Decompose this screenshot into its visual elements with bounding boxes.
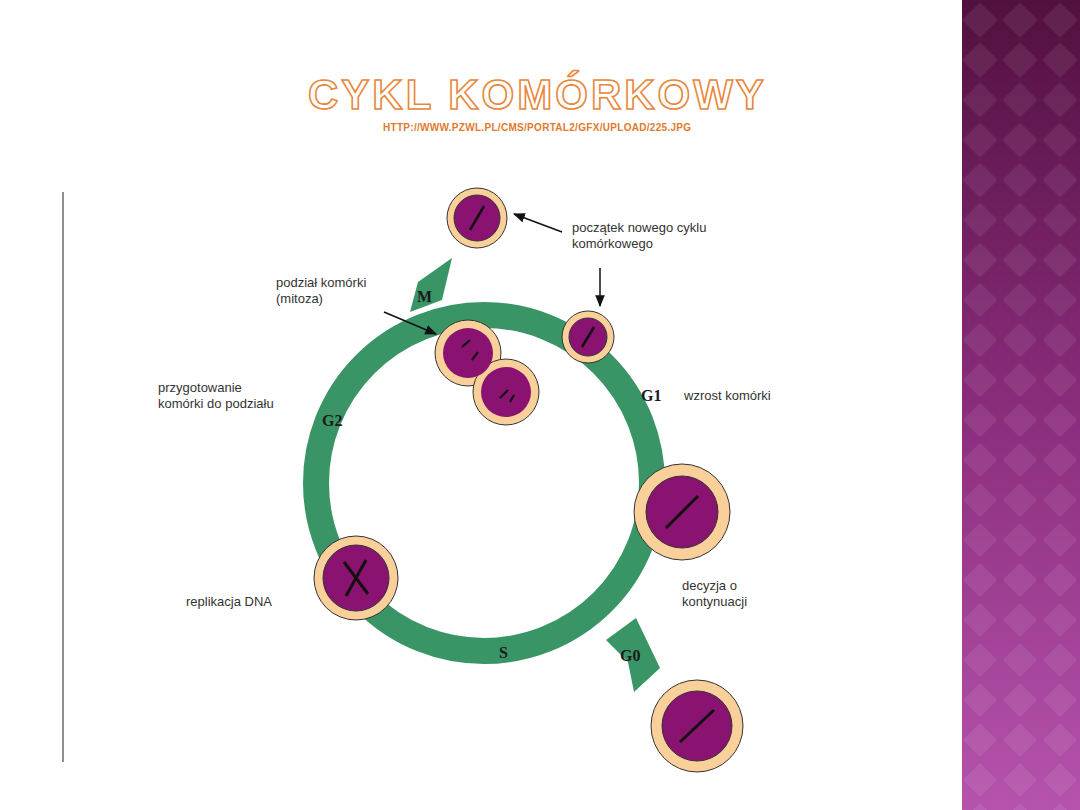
callout-text: podział komórki (mitoza) [276,275,384,306]
side-band [962,0,1080,810]
leader-arrow [599,268,601,306]
side-band-pattern [962,0,1080,810]
phase-letter: G1 [641,386,661,405]
phase-description: wzrost komórki [684,388,814,404]
growing-cell [634,464,730,560]
phase-letter: S [499,643,508,662]
replicating-cell [314,536,398,620]
phase-description: decyzja o kontynuacji [682,578,792,609]
new-cell [447,188,507,248]
callout-text: początek nowego cyklu komórkowego [572,220,722,251]
ring-arrow-m [410,258,452,312]
leader-arrow [514,214,562,232]
source-url: HTTP://WWW.PZWL.PL/CMS/PORTAL2/GFX/UPLOA… [383,122,691,134]
cycle-ring [316,315,652,651]
frame-line [62,192,63,762]
slide-title: CYKL KOMÓRKOWY [308,70,767,120]
phase-description: przygotowanie komórki do podziału [158,380,288,411]
daughter-cell [562,311,614,363]
phase-description: replikacja DNA [186,594,306,610]
ring-branch-g0 [606,618,660,692]
phase-letter: G0 [620,646,640,665]
dividing-cell [435,320,539,425]
phase-letter: G2 [322,411,342,430]
resting-cell [651,680,743,772]
leader-arrow [384,312,436,334]
phase-letter: M [417,287,432,306]
